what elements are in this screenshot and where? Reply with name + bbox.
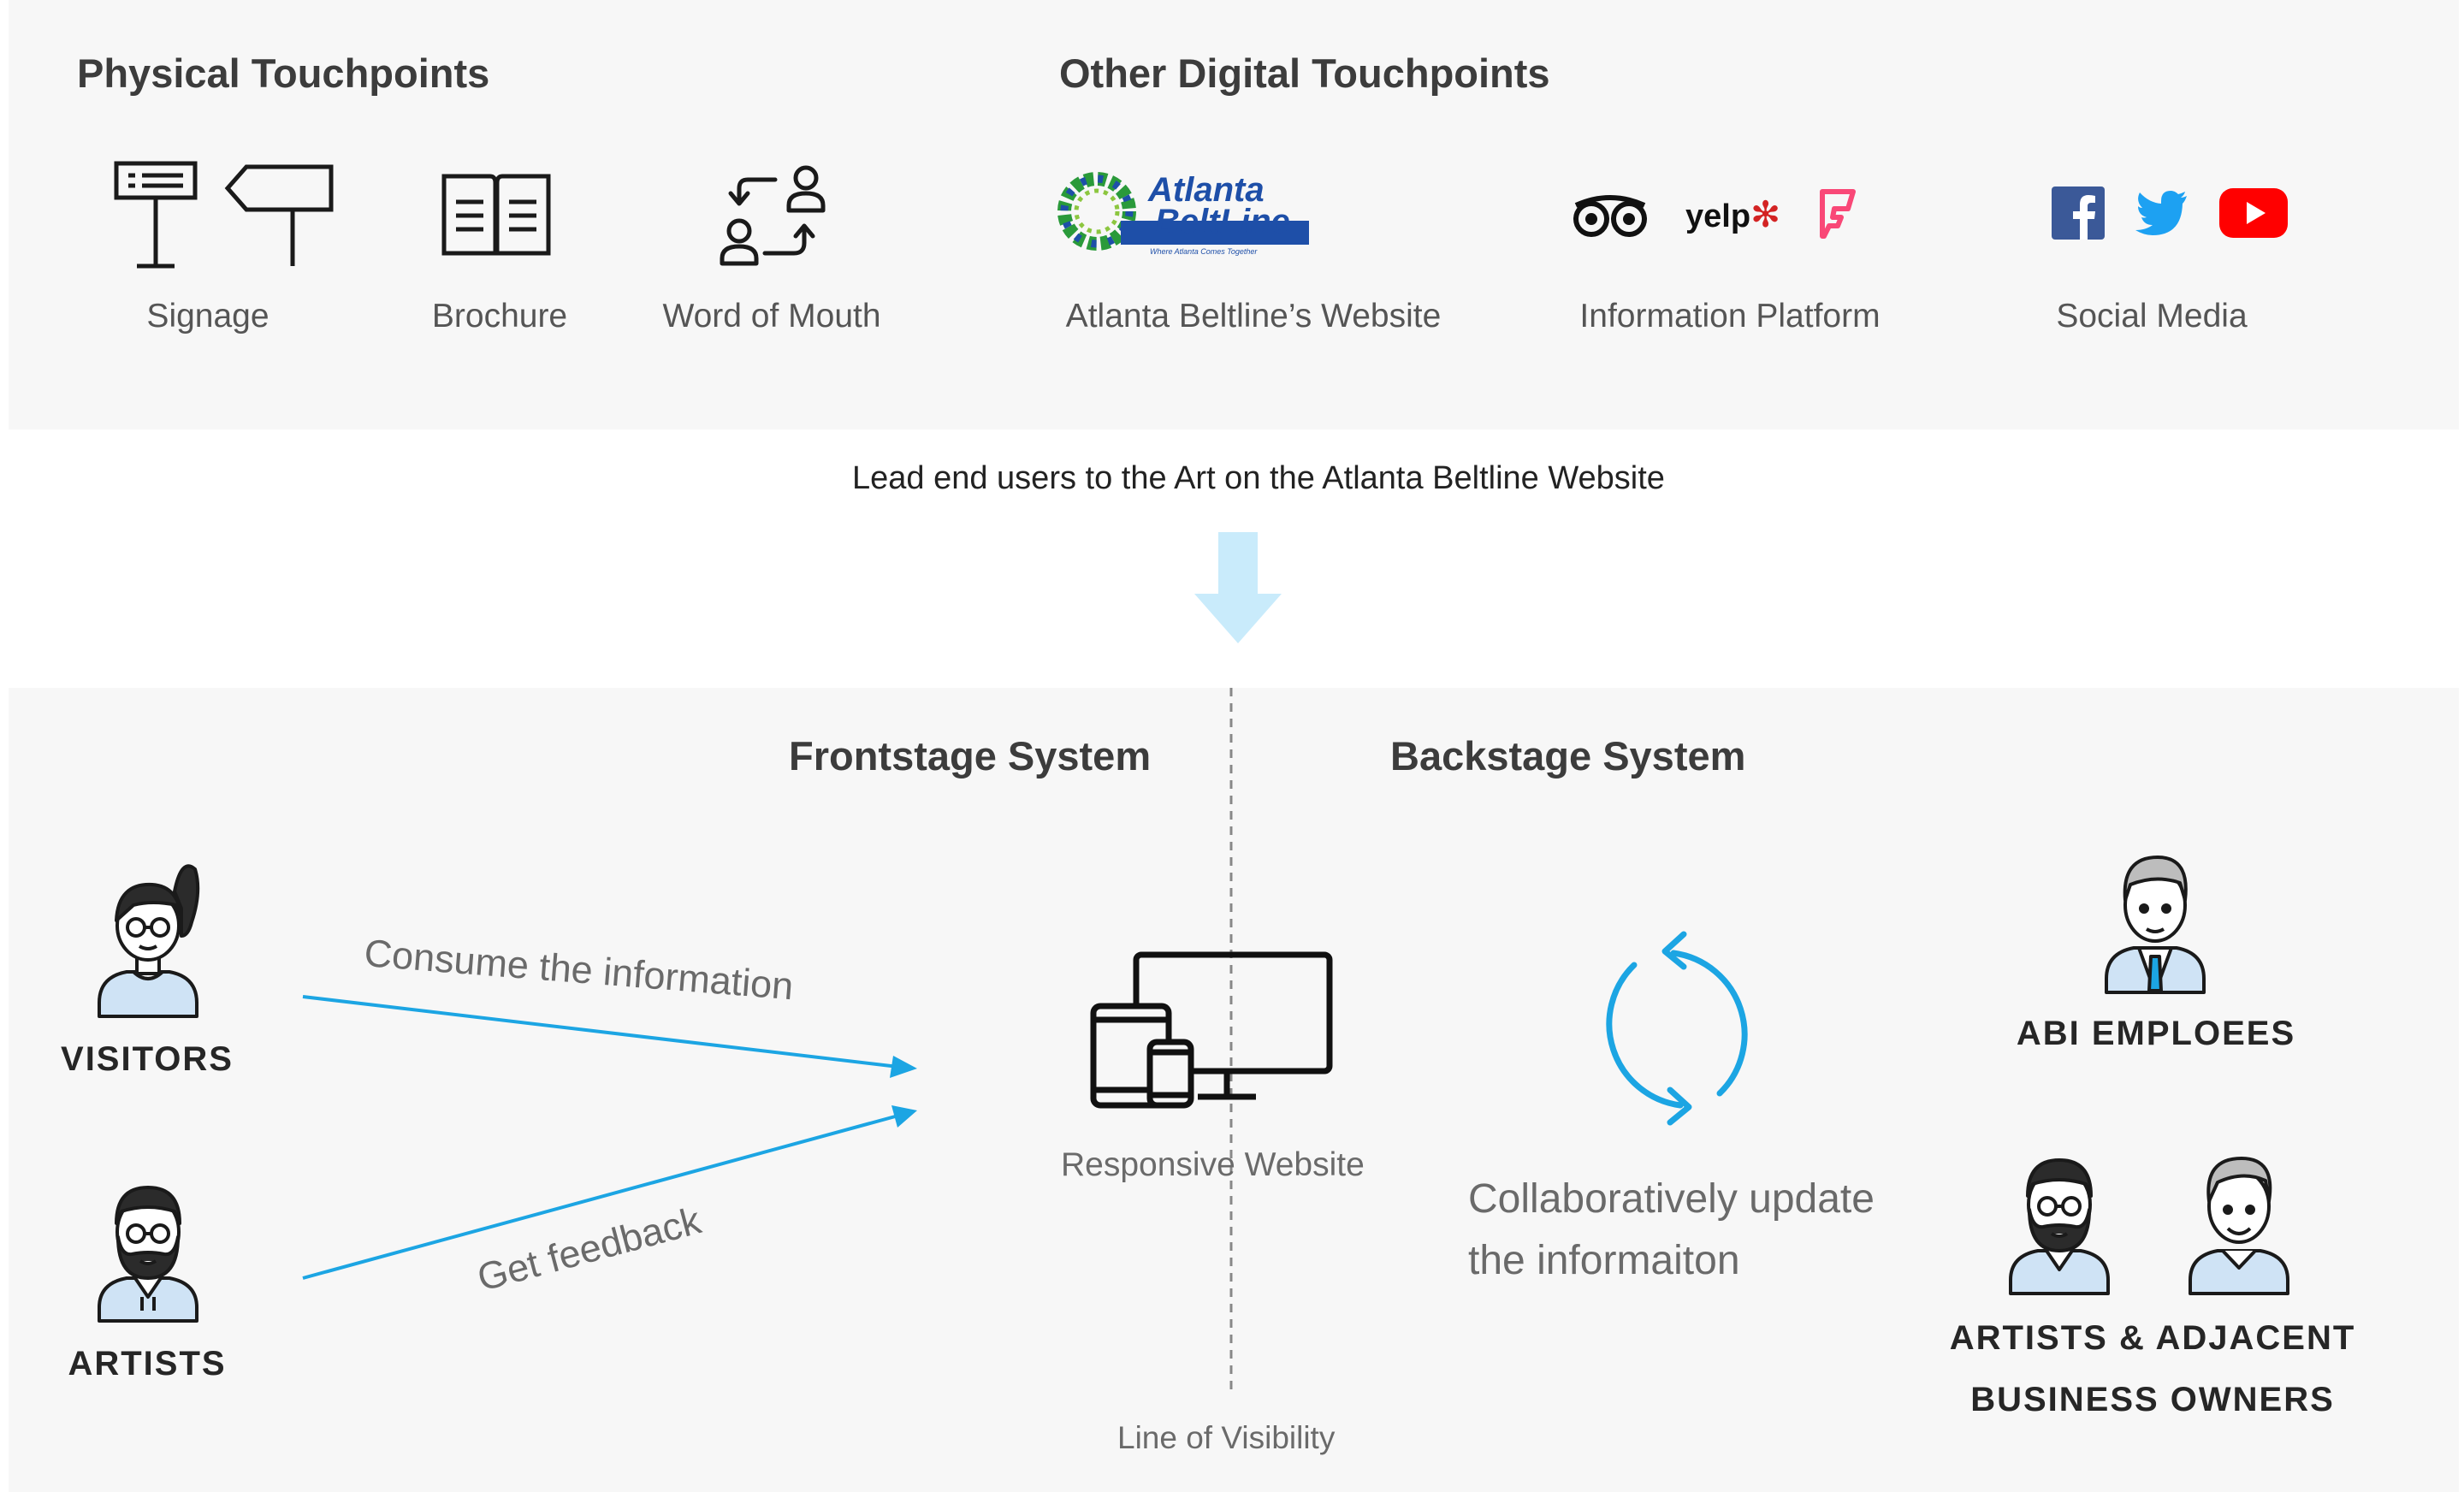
responsive-devices-icon: [1090, 951, 1333, 1109]
artist-avatar: [98, 1186, 198, 1323]
brochure-icon: [441, 174, 551, 256]
collab-text-line2: the informaiton: [1468, 1238, 1740, 1283]
frontstage-heading: Frontstage System: [789, 733, 1152, 779]
abi-employees-label: ABI EMPLOEES: [2016, 1015, 2296, 1052]
line-of-visibility: [1229, 688, 1233, 1391]
atlanta-beltline-logo: Atlanta BeltLine Where Atlanta Comes Tog…: [1057, 171, 1309, 256]
beltline-logo-line1: Atlanta: [1147, 171, 1265, 209]
touchpoints-panel: [9, 0, 2459, 429]
artists-label: ARTISTS: [68, 1345, 227, 1382]
artist-owner-avatar: [2009, 1158, 2110, 1295]
line-of-visibility-label: Line of Visibility: [1117, 1420, 1336, 1455]
touchpoint-label-social-media: Social Media: [2056, 298, 2248, 335]
backstage-heading: Backstage System: [1390, 733, 1746, 779]
down-arrow-icon: [1194, 532, 1282, 643]
tripadvisor-icon: [1573, 195, 1647, 237]
artists-owners-label-line2: BUSINESS OWNERS: [1970, 1381, 2335, 1418]
collab-text-line1: Collaboratively update: [1468, 1176, 1875, 1222]
refresh-cycle-icon: [1606, 931, 1748, 1126]
facebook-icon: [2052, 186, 2105, 240]
abi-employee-avatar: [2105, 856, 2206, 994]
visitor-avatar: [98, 864, 200, 1018]
touchpoint-label-beltline-website: Atlanta Beltline’s Website: [1065, 298, 1442, 335]
touchpoint-label-brochure: Brochure: [431, 298, 568, 335]
consume-arrow: [302, 995, 917, 1078]
word-of-mouth-icon: [720, 165, 826, 266]
yelp-icon: yelp✻: [1685, 194, 1781, 234]
beltline-logo-line2: BeltLine: [1155, 203, 1290, 240]
foursquare-icon: [1820, 189, 1856, 239]
touchpoint-label-signage: Signage: [146, 298, 270, 335]
lead-text: Lead end users to the Art on the Atlanta…: [852, 460, 1665, 496]
youtube-icon: [2219, 188, 2288, 238]
beltline-logo-tagline: Where Atlanta Comes Together: [1150, 247, 1258, 256]
business-owner-avatar: [2189, 1157, 2289, 1295]
yelp-wordmark: yelp: [1685, 198, 1751, 234]
artists-owners-label-line1: ARTISTS & ADJACENT: [1949, 1319, 2356, 1357]
feedback-arrow: [302, 1105, 917, 1280]
twitter-icon: [2135, 191, 2187, 235]
signage-icon: [114, 161, 334, 269]
service-system-panel: [9, 688, 2459, 1492]
physical-touchpoints-heading: Physical Touchpoints: [77, 50, 490, 96]
touchpoint-label-word-of-mouth: Word of Mouth: [662, 298, 881, 335]
visitors-label: VISITORS: [61, 1040, 234, 1078]
touchpoint-label-information-platform: Information Platform: [1579, 298, 1881, 335]
digital-touchpoints-heading: Other Digital Touchpoints: [1059, 50, 1550, 96]
responsive-website-label: Responsive Website: [1061, 1146, 1365, 1183]
